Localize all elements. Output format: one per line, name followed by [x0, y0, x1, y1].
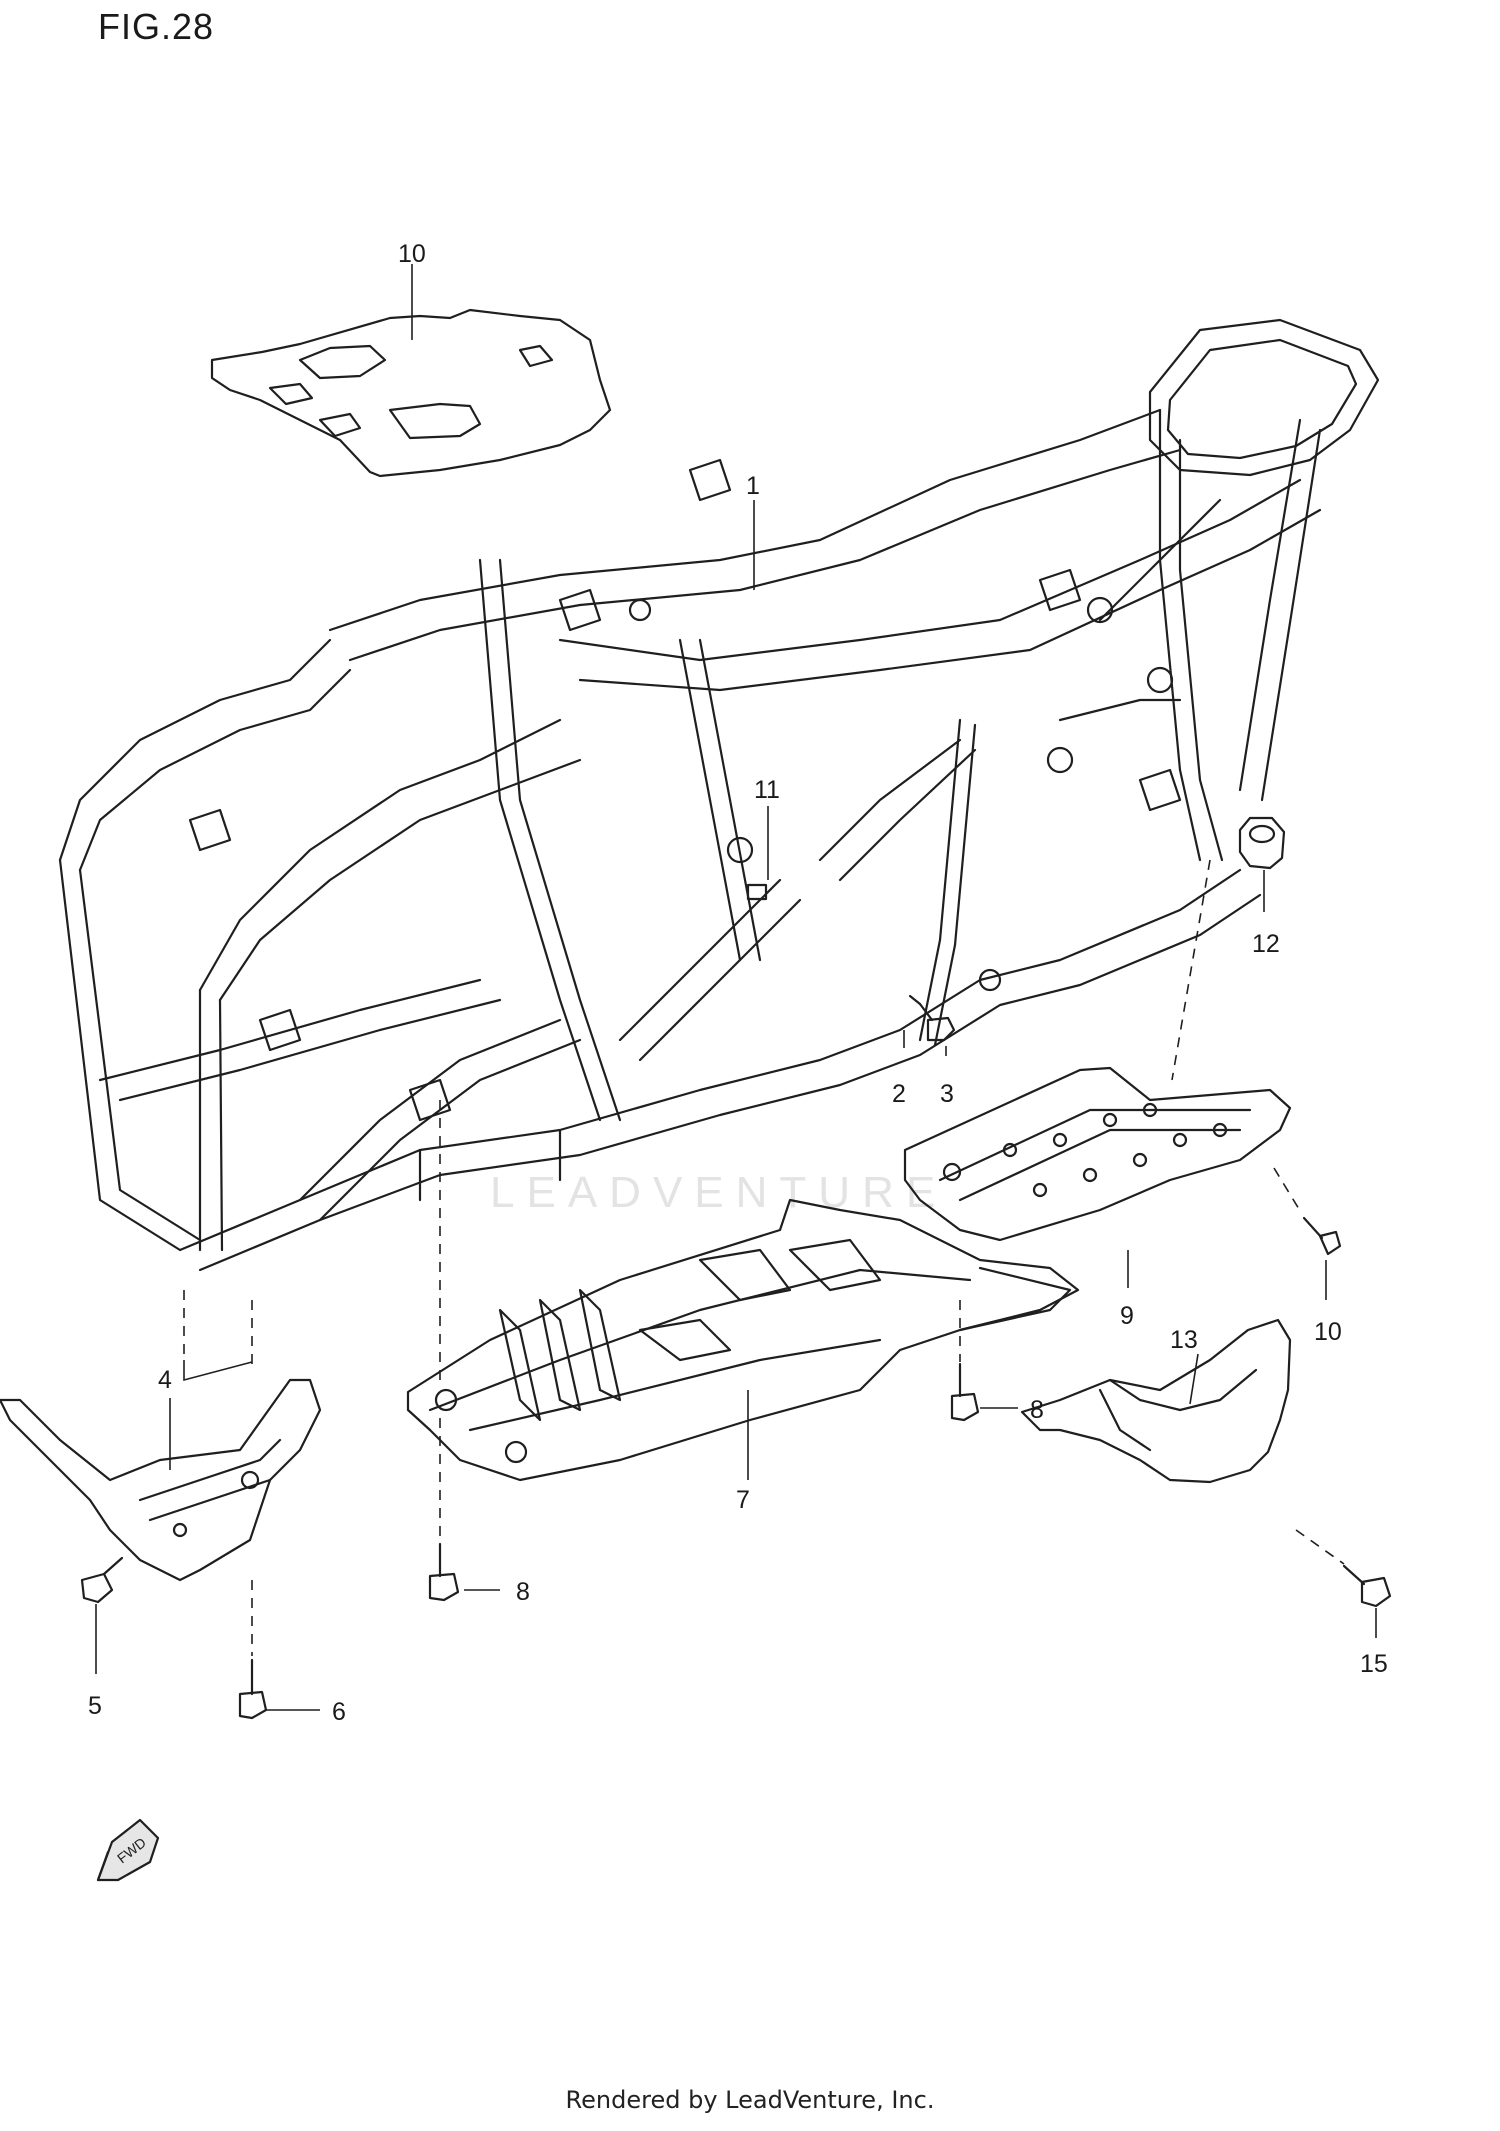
callout-3: 3 [940, 1080, 954, 1108]
callout-6: 6 [332, 1698, 346, 1726]
callout-4: 4 [158, 1366, 172, 1394]
front-guard-part[interactable] [0, 1378, 322, 1582]
rear-skid-plate-part[interactable] [903, 1066, 1292, 1242]
watermark-text: LEADVENTURE [490, 1168, 948, 1217]
rear-guard-part[interactable] [1020, 1318, 1292, 1484]
callout-7: 7 [736, 1486, 750, 1514]
callout-2: 2 [892, 1080, 906, 1108]
callout-5: 5 [88, 1692, 102, 1720]
callout-9: 9 [1120, 1302, 1134, 1330]
frame-clip-part[interactable] [746, 883, 768, 901]
callout-11: 10 [398, 240, 426, 268]
callout-13: 12 [1252, 930, 1280, 958]
rear-guard-bolt-part[interactable] [1342, 1564, 1392, 1608]
figure-title: FIG.28 [98, 6, 215, 47]
forward-arrow-icon [96, 1818, 160, 1882]
callout-15: 15 [1360, 1650, 1388, 1678]
footer-credit: Rendered by LeadVenture, Inc. [565, 2086, 935, 2114]
callout-8-right: 8 [1030, 1396, 1044, 1424]
skid-bolt-left-part[interactable] [428, 1542, 460, 1602]
skid-bolt-right-part[interactable] [950, 1362, 980, 1422]
center-skid-plate-part[interactable] [406, 1198, 1080, 1482]
top-cover-part[interactable] [210, 308, 612, 478]
frame-part[interactable] [58, 318, 1380, 1272]
frame-bolt-part[interactable] [908, 994, 956, 1042]
callout-12: 11 [754, 776, 780, 804]
rear-skid-bolt-part[interactable] [1302, 1216, 1342, 1256]
front-guard-bolt-lower-part[interactable] [238, 1658, 268, 1720]
callout-8-left: 8 [516, 1578, 530, 1606]
cushion-part[interactable] [1238, 816, 1286, 870]
callout-1: 1 [746, 472, 760, 500]
callout-14: 13 [1170, 1326, 1198, 1354]
callout-10: 10 [1314, 1318, 1342, 1346]
front-guard-bolt-part[interactable] [80, 1556, 124, 1604]
